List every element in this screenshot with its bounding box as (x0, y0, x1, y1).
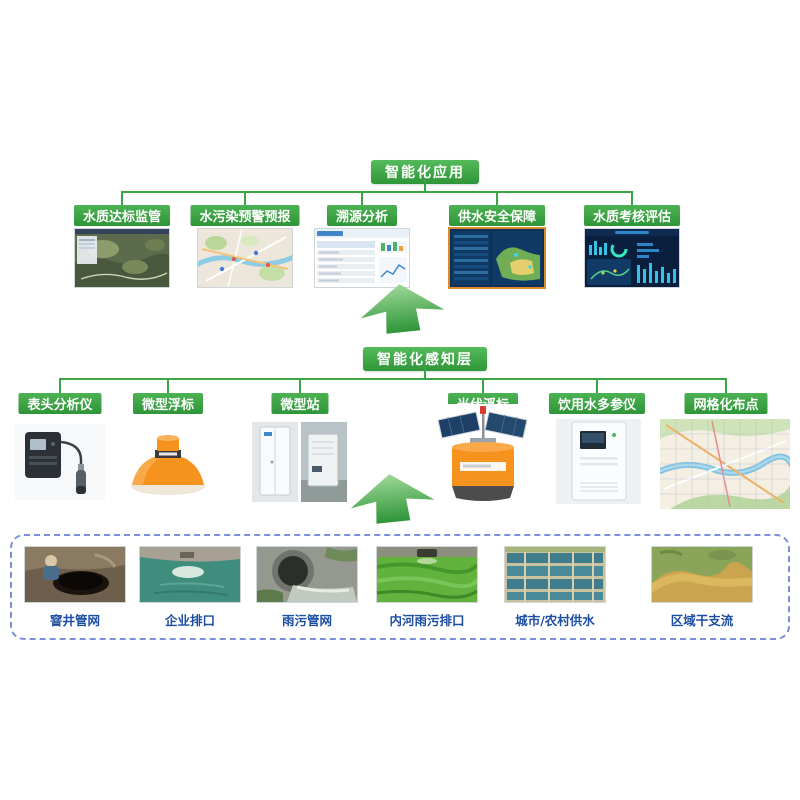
connector-line (167, 379, 169, 393)
source-label-urban-rural-supply: 城市/农村供水 (515, 613, 595, 628)
connector-line (496, 192, 498, 205)
connector-line (596, 379, 598, 393)
node-label-grid-layout: 网格化布点 (684, 393, 768, 414)
node-label-probe-analyzer: 表头分析仪 (18, 393, 102, 414)
aerial-ponds-photo (505, 547, 605, 602)
satellite-map-image (75, 229, 169, 287)
connector-line (299, 379, 301, 393)
node-label-water-quality-assessment: 水质考核评估 (583, 205, 681, 226)
trace-dashboard-image (315, 229, 409, 287)
node-label-micro-station: 微型站 (271, 393, 329, 414)
connector-line (482, 379, 484, 393)
source-label-enterprise-outlet: 企业排口 (164, 613, 216, 628)
node-label-drinking-water-analyzer: 饮用水多参仪 (548, 393, 646, 414)
source-label-regional-streams: 区域干支流 (670, 613, 734, 628)
grid-map-image (660, 419, 790, 509)
micro-buoy-image (123, 428, 213, 498)
connector-line (424, 367, 426, 378)
connector-line (631, 192, 633, 205)
connector-line (121, 191, 633, 193)
node-label-water-quality-compliance-supervision: 水质达标监管 (73, 205, 171, 226)
connector-line (424, 180, 426, 192)
connector-line (59, 379, 61, 393)
algae-water-photo (377, 547, 477, 602)
forecast-map-image (198, 229, 292, 287)
pv-buoy-image (430, 404, 535, 514)
up-arrow-1 (350, 279, 455, 339)
supply-security-dashboard-image (450, 229, 544, 287)
node-label-water-pollution-forecast: 水污染预警预报 (190, 205, 300, 226)
source-label-manhole-network: 窨井管网 (49, 613, 101, 628)
connector-line (244, 192, 246, 205)
connector-line (121, 192, 123, 205)
assessment-dashboard-image (585, 229, 679, 287)
manhole-photo (25, 547, 125, 602)
source-label-rain-sewage-network: 雨污管网 (281, 613, 333, 628)
node-label-micro-buoy: 微型浮标 (132, 393, 204, 414)
node-label-water-supply-security: 供水安全保障 (448, 205, 546, 226)
enterprise-outlet-photo (140, 547, 240, 602)
connector-line (725, 379, 727, 393)
micro-station-image (252, 422, 347, 502)
source-label-river-outlet: 内河雨污排口 (389, 613, 465, 628)
node-label-trace-analysis: 溯源分析 (326, 205, 398, 226)
connector-line (361, 192, 363, 205)
pipe-outfall-photo (257, 547, 357, 602)
yellow-river-photo (652, 547, 752, 602)
source-group-box (10, 534, 790, 640)
probe-analyzer-image (15, 424, 105, 500)
connector-line (59, 378, 727, 380)
drinking-water-analyzer-image (556, 419, 641, 504)
up-arrow-2 (340, 469, 445, 529)
